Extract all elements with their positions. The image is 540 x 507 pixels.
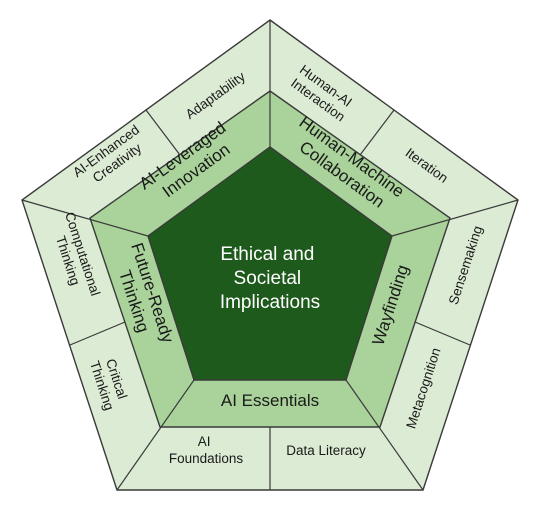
outer-label-ai-foundations: AI Foundations [169, 434, 244, 466]
svg-text:AI Foundations: AI Foundations [169, 434, 244, 466]
mid-label-ai-essentials: AI Essentials [221, 391, 319, 410]
outer-label-data-literacy: Data Literacy [286, 443, 366, 458]
center-pentagon [147, 146, 393, 381]
outer-section-dividers [69, 109, 471, 490]
center-label: Ethical and Societal Implications [220, 244, 320, 313]
svg-text:Data Literacy: Data Literacy [286, 443, 366, 458]
svg-text:AI Essentials: AI Essentials [221, 391, 319, 410]
ring-dividers [21, 20, 519, 491]
